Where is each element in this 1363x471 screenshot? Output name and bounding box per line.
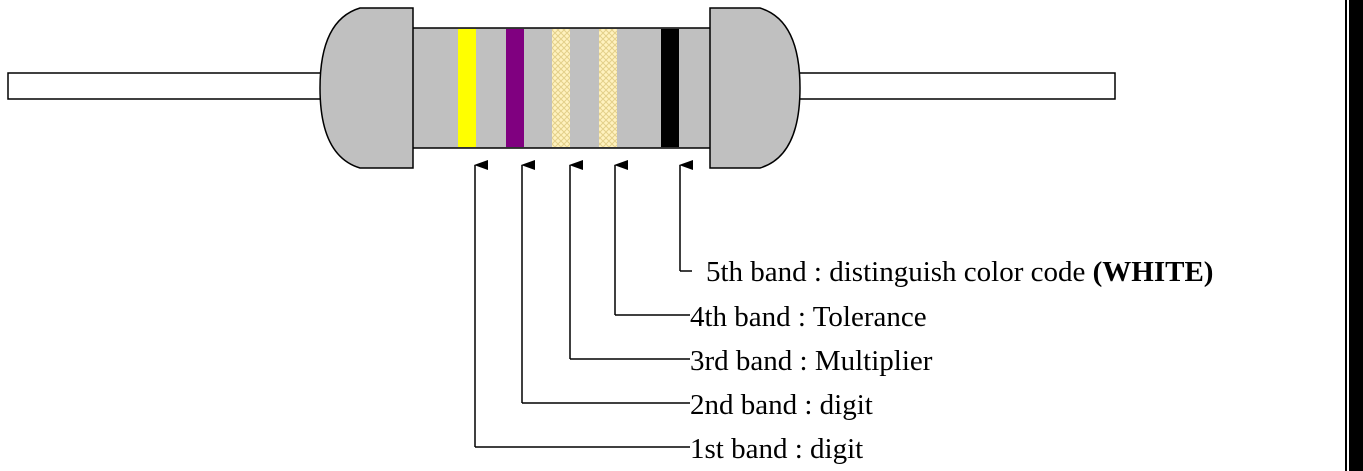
label-band-4: 4th band : Tolerance [690,301,927,333]
label-band-1: 1st band : digit [690,433,863,465]
band-4-cream [599,29,617,147]
left-end-cap [319,7,414,169]
band-2-purple [506,29,524,147]
frame-border-inner-line [1345,0,1347,471]
label-band-3: 3rd band : Multiplier [690,345,933,377]
label-band-5-text: 5th band : distinguish color code [706,256,1093,288]
label-band-5-highlight: (WHITE) [1093,256,1214,288]
band-3-cream [552,29,570,147]
frame-border-right [1349,0,1363,471]
label-band-2: 2nd band : digit [690,389,873,421]
right-lead [794,72,1116,100]
right-end-cap [709,7,801,169]
left-lead [7,72,329,100]
label-band-5: 5th band : distinguish color code (WHITE… [706,256,1213,288]
band-5-black [661,29,679,147]
band-1-yellow [458,29,476,147]
